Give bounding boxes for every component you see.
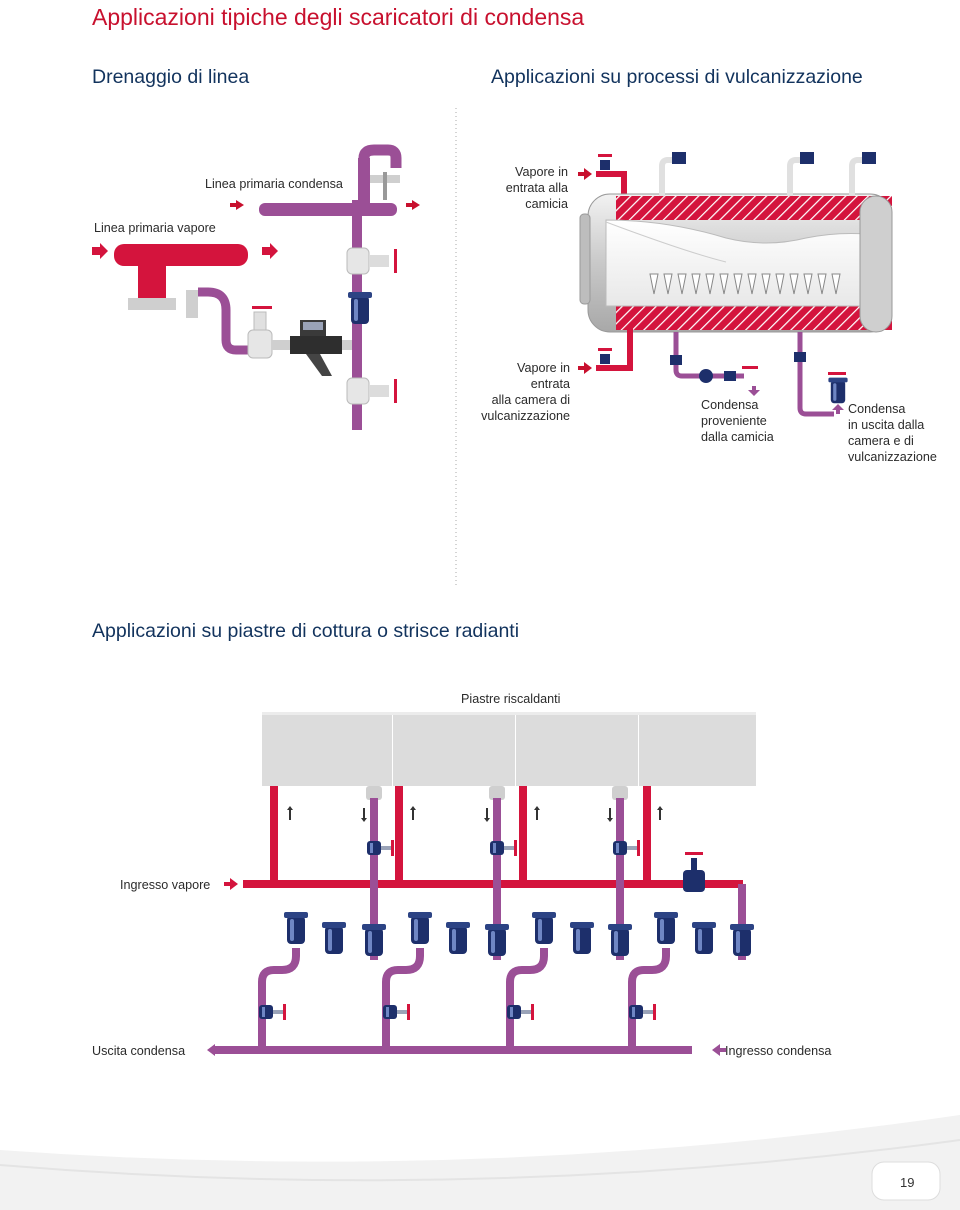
label-condensate-main: Linea primaria condensa — [205, 177, 343, 191]
page-number-badge — [871, 1161, 941, 1201]
arrow-left-icon — [207, 1044, 221, 1056]
label-heating-plates: Piastre riscaldanti — [461, 692, 561, 706]
label-condensate-chamber: Condensa in uscita dalla camera e di vul… — [848, 402, 937, 464]
arrow-right-icon — [224, 878, 238, 890]
arrow-right-icon — [578, 362, 592, 374]
label-steam-jacket: Vapore in entrata alla camicia — [505, 165, 568, 211]
arrow-right-icon — [262, 243, 278, 259]
label-steam-chamber: Vapore in entrata alla camera di vulcani… — [481, 361, 570, 423]
arrow-left-icon — [712, 1044, 726, 1056]
arrow-left-icon — [406, 200, 420, 210]
steam-main-pipe — [114, 244, 248, 266]
label-condensate-outlet: Uscita condensa — [92, 1044, 186, 1058]
heating-plate — [393, 712, 515, 786]
page-title: Applicazioni tipiche degli scaricatori d… — [92, 4, 585, 30]
condensate-main-pipe — [259, 203, 397, 216]
footer-swoosh — [0, 1115, 960, 1210]
vulcanization-diagram — [578, 152, 893, 417]
heating-plate — [262, 712, 392, 786]
arrow-left-icon — [230, 200, 244, 210]
arrow-right-icon — [578, 168, 592, 180]
section-title-platens: Applicazioni su piastre di cottura o str… — [92, 620, 520, 642]
page-number: 19 — [900, 1175, 915, 1190]
section-title-vulcanization: Applicazioni su processi di vulcanizzazi… — [491, 66, 863, 88]
jacket-top — [616, 196, 892, 220]
platens-diagram — [207, 712, 756, 1056]
jacket-bottom — [616, 306, 892, 330]
section-title-line-drainage: Drenaggio di linea — [92, 66, 250, 88]
label-condensate-jacket: Condensa proveniente dalla camicia — [701, 398, 774, 444]
condensate-return-pipe — [214, 1046, 692, 1054]
label-steam-inlet: Ingresso vapore — [120, 878, 211, 892]
arrow-down-icon — [748, 386, 760, 396]
arrow-right-icon — [92, 243, 108, 259]
label-condensate-inlet: Ingresso condensa — [725, 1044, 832, 1058]
line-drainage-diagram — [92, 144, 420, 430]
heating-plate — [516, 712, 638, 786]
label-steam-main: Linea primaria vapore — [94, 221, 216, 235]
heating-plate — [639, 712, 756, 786]
